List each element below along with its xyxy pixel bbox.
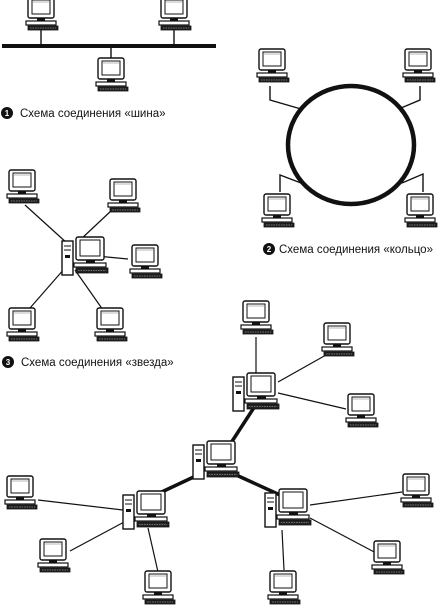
tree-cable bbox=[37, 499, 124, 511]
star-caption: 3 Схема соединения «звезда» bbox=[2, 356, 174, 369]
workstation-icon bbox=[107, 178, 141, 213]
workstation-icon bbox=[267, 570, 301, 605]
workstation-icon bbox=[37, 538, 71, 573]
tree-backbone-cable bbox=[233, 472, 281, 497]
workstation-icon bbox=[402, 48, 436, 83]
workstation-icon bbox=[25, 0, 59, 31]
hub-computer-icon bbox=[232, 372, 280, 412]
star-cable bbox=[74, 269, 104, 311]
star-topology: 3 Схема соединения «звезда» bbox=[2, 169, 174, 369]
ring-caption: 2 Схема соединения «кольцо» bbox=[263, 243, 433, 256]
bus-number-badge bbox=[1, 107, 13, 119]
star-caption-text: Схема соединения «звезда» bbox=[21, 357, 174, 369]
workstation-icon bbox=[129, 244, 163, 279]
ring-number-badge bbox=[263, 243, 275, 255]
bus-caption: 1 Схема соединения «шина» bbox=[1, 107, 166, 120]
tree-cable bbox=[309, 491, 403, 506]
workstation-icon bbox=[404, 193, 438, 228]
star-number-badge bbox=[2, 356, 14, 368]
ring-number: 2 bbox=[267, 245, 272, 254]
workstation-icon bbox=[4, 475, 38, 510]
tree-cable bbox=[147, 527, 159, 573]
tree-cable bbox=[69, 520, 127, 552]
tree-cable bbox=[277, 354, 327, 383]
bus-caption-text: Схема соединения «шина» bbox=[20, 108, 166, 120]
workstation-icon bbox=[261, 193, 295, 228]
workstation-icon bbox=[256, 48, 290, 83]
hub-computer-icon bbox=[61, 236, 109, 276]
tree-backbone-cable bbox=[227, 405, 257, 447]
tree-cable bbox=[281, 529, 285, 571]
tree-cable bbox=[277, 392, 347, 410]
ring-cable bbox=[285, 83, 417, 207]
workstation-icon bbox=[400, 473, 434, 508]
hub-computer-icon bbox=[264, 488, 312, 528]
workstation-icon bbox=[158, 0, 192, 31]
ring-drop-cable bbox=[269, 86, 302, 110]
star-cable bbox=[24, 204, 69, 245]
workstation-icon bbox=[6, 307, 40, 342]
star-number: 3 bbox=[6, 358, 11, 367]
workstation-icon bbox=[345, 393, 379, 428]
star-cable bbox=[79, 209, 113, 241]
ring-drop-cable bbox=[401, 172, 424, 192]
workstation-icon bbox=[371, 540, 405, 575]
workstation-icon bbox=[94, 307, 128, 342]
tree-cable bbox=[309, 517, 379, 555]
central-hub-computer-icon bbox=[192, 440, 240, 480]
bus-topology: 1 Схема соединения «шина» bbox=[1, 0, 216, 120]
ring-drop-cable bbox=[400, 86, 421, 109]
bus-number: 1 bbox=[5, 109, 10, 118]
ring-caption-text: Схема соединения «кольцо» bbox=[279, 244, 433, 256]
star-cable bbox=[29, 267, 66, 309]
ring-drop-cable bbox=[279, 173, 302, 192]
ring-topology: 2 Схема соединения «кольцо» bbox=[256, 48, 438, 256]
tree-topology bbox=[4, 300, 434, 605]
hub-computer-icon bbox=[122, 490, 170, 530]
workstation-icon bbox=[142, 570, 176, 605]
workstation-icon bbox=[321, 322, 355, 357]
workstation-icon bbox=[95, 57, 129, 92]
workstation-icon bbox=[240, 300, 274, 335]
workstation-icon bbox=[6, 169, 40, 204]
